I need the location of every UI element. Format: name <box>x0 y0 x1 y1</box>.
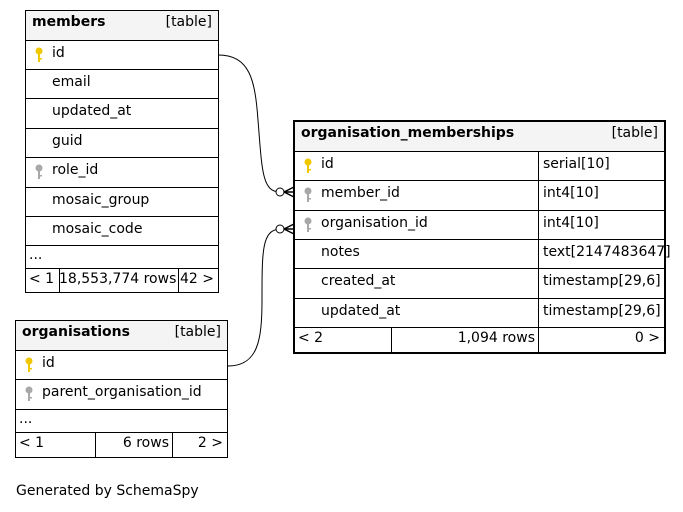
table-footer: < 1 6 rows 2 > <box>16 433 227 457</box>
table-kind: [table] <box>611 125 658 141</box>
footer-children[interactable]: 0 > <box>634 330 660 346</box>
column-type: int4[10] <box>543 215 599 231</box>
edge-organisations-to-memberships <box>227 228 281 367</box>
column-row[interactable]: id <box>16 351 227 380</box>
table-header: members [table] <box>26 11 218 41</box>
column-type: serial[10] <box>543 156 610 172</box>
column-row[interactable]: notes text[2147483647] <box>295 240 671 269</box>
footer-children[interactable]: 2 > <box>197 435 223 451</box>
more-columns-ellipsis: ... <box>29 247 43 263</box>
column-row[interactable]: id serial[10] <box>295 152 664 181</box>
column-type: timestamp[29,6] <box>543 303 661 319</box>
column-type: timestamp[29,6] <box>543 273 661 289</box>
table-organisations[interactable]: organisations [table] id parent_organisa… <box>15 320 228 458</box>
column-row[interactable]: updated_at <box>26 99 218 129</box>
column-row[interactable]: updated_at timestamp[29,6] <box>295 299 664 328</box>
column-row[interactable]: mosaic_code <box>26 217 218 246</box>
footer-parents[interactable]: < 1 <box>29 271 55 287</box>
column-type: text[2147483647] <box>543 244 671 260</box>
edge-members-crowfoot <box>283 186 295 198</box>
table-header: organisation_memberships [table] <box>295 122 664 152</box>
table-kind: [table] <box>174 324 221 340</box>
column-type: int4[10] <box>543 185 599 201</box>
column-name: id <box>321 156 334 172</box>
ellipsis-row: ... <box>26 246 218 269</box>
edge-members-optional-marker <box>275 187 285 197</box>
footer-row-count: 18,553,774 rows <box>59 271 177 287</box>
column-row[interactable]: member_id int4[10] <box>295 181 664 211</box>
table-organisation-memberships[interactable]: organisation_memberships [table] id seri… <box>293 120 671 354</box>
column-row[interactable]: parent_organisation_id <box>16 380 227 410</box>
column-name: mosaic_group <box>52 192 150 208</box>
generated-by-label: Generated by SchemaSpy <box>16 483 199 499</box>
column-row[interactable]: email <box>26 70 218 99</box>
primary-key-icon <box>25 357 33 372</box>
primary-key-icon <box>35 47 43 62</box>
foreign-key-icon <box>304 187 312 202</box>
foreign-key-icon <box>25 386 33 401</box>
table-header: organisations [table] <box>16 321 227 351</box>
edge-organisations-optional-marker <box>275 224 285 234</box>
footer-children[interactable]: 42 > <box>180 271 214 287</box>
column-name: parent_organisation_id <box>42 384 202 400</box>
column-name: id <box>52 45 65 61</box>
column-name: created_at <box>321 273 396 289</box>
column-row[interactable]: mosaic_group <box>26 188 218 217</box>
primary-key-icon <box>304 158 312 173</box>
edge-members-to-memberships <box>217 54 281 193</box>
table-members[interactable]: members [table] id email updated_at guid… <box>25 10 219 293</box>
column-row[interactable]: role_id <box>26 158 218 188</box>
column-name: notes <box>321 244 360 260</box>
column-name: role_id <box>52 162 99 178</box>
column-name: member_id <box>321 185 400 201</box>
table-name: organisations <box>22 324 130 340</box>
footer-parents[interactable]: < 2 <box>298 330 324 346</box>
column-row[interactable]: guid <box>26 129 218 158</box>
column-name: email <box>52 74 91 90</box>
foreign-key-icon <box>35 164 43 179</box>
column-name: organisation_id <box>321 215 428 231</box>
column-name: updated_at <box>52 103 132 119</box>
ellipsis-row: ... <box>16 410 227 433</box>
foreign-key-icon <box>304 217 312 232</box>
footer-parents[interactable]: < 1 <box>19 435 45 451</box>
edge-organisations-crowfoot <box>283 223 295 235</box>
table-footer: < 1 18,553,774 rows 42 > <box>26 269 218 292</box>
table-name: organisation_memberships <box>301 125 515 141</box>
column-name: mosaic_code <box>52 221 143 237</box>
column-row[interactable]: organisation_id int4[10] <box>295 211 664 240</box>
table-name: members <box>32 14 106 30</box>
footer-row-count: 1,094 rows <box>457 330 535 346</box>
column-name: id <box>42 355 55 371</box>
table-footer: < 2 1,094 rows 0 > <box>295 328 664 352</box>
column-row[interactable]: created_at timestamp[29,6] <box>295 269 664 299</box>
footer-row-count: 6 rows <box>122 435 169 451</box>
column-name: guid <box>52 133 83 149</box>
column-row[interactable]: id <box>26 41 218 70</box>
table-kind: [table] <box>165 14 212 30</box>
more-columns-ellipsis: ... <box>19 411 33 427</box>
column-name: updated_at <box>321 303 401 319</box>
